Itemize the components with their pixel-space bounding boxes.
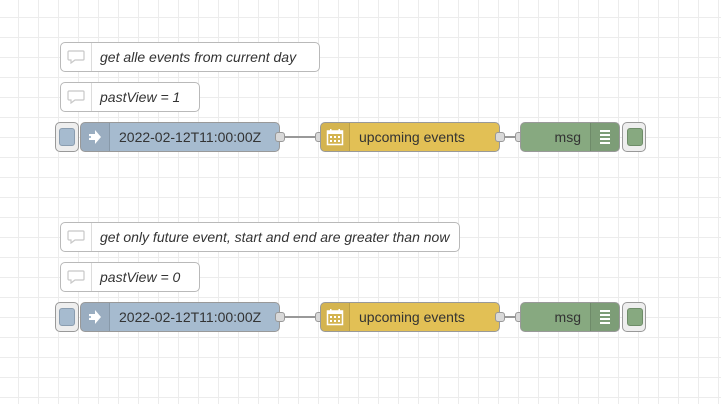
speech-bubble-icon [61,223,92,251]
debug-label: msg [554,309,581,325]
debug-node[interactable]: msg [520,122,620,152]
upcoming-events-node[interactable]: upcoming events [320,302,500,332]
calendar-icon [321,303,350,331]
speech-bubble-icon [61,263,92,291]
comment-node-future-events[interactable]: get only future event, start and end are… [60,222,460,252]
comment-text: get only future event, start and end are… [100,229,450,245]
output-port[interactable] [275,312,285,322]
inject-button-icon [59,128,75,146]
debug-toggle-icon [627,308,643,326]
upcoming-events-node[interactable]: upcoming events [320,122,500,152]
inject-trigger-button[interactable] [55,122,79,152]
comment-node-current-day[interactable]: get alle events from current day [60,42,320,72]
inject-label: 2022-02-12T11:00:00Z [119,309,262,325]
speech-bubble-icon [61,43,92,71]
debug-label: msg [554,129,581,145]
debug-toggle-button[interactable] [622,122,646,152]
wire[interactable] [285,136,315,138]
speech-bubble-icon [61,83,92,111]
output-port[interactable] [495,132,505,142]
arrow-in-icon [81,303,110,331]
inject-button-icon [59,308,75,326]
wire[interactable] [505,316,515,318]
comment-node-pastview[interactable]: pastView = 1 [60,82,200,112]
list-icon [590,303,619,331]
comment-node-pastview[interactable]: pastView = 0 [60,262,200,292]
comment-text: pastView = 0 [100,269,181,285]
wire[interactable] [505,136,515,138]
arrow-in-icon [81,123,110,151]
debug-toggle-icon [627,128,643,146]
events-label: upcoming events [359,309,465,325]
inject-trigger-button[interactable] [55,302,79,332]
comment-text: pastView = 1 [100,89,181,105]
wire[interactable] [285,316,315,318]
inject-label: 2022-02-12T11:00:00Z [119,129,262,145]
inject-node[interactable]: 2022-02-12T11:00:00Z [80,122,280,152]
list-icon [590,123,619,151]
output-port[interactable] [275,132,285,142]
debug-node[interactable]: msg [520,302,620,332]
events-label: upcoming events [359,129,465,145]
calendar-icon [321,123,350,151]
comment-text: get alle events from current day [100,49,297,65]
inject-node[interactable]: 2022-02-12T11:00:00Z [80,302,280,332]
debug-toggle-button[interactable] [622,302,646,332]
output-port[interactable] [495,312,505,322]
